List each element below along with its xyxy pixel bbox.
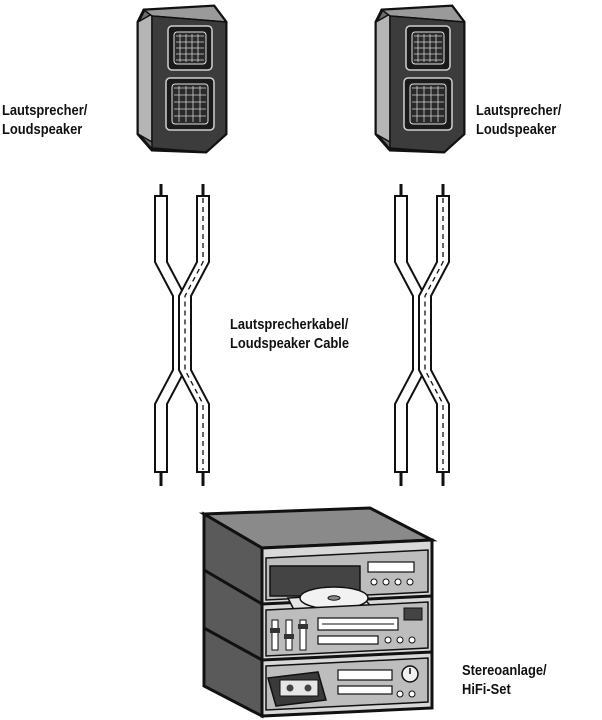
hifi-set-label-line2: HiFi-Set xyxy=(462,681,511,698)
right-loudspeaker-label-line2: Loudspeaker xyxy=(476,121,557,138)
loudspeaker-cable-label-line1: Lautsprecherkabel/ xyxy=(230,316,349,333)
right-loudspeaker-label: Lautsprecher/ Loudspeaker xyxy=(476,101,561,139)
hifi-set-label: Stereoanlage/ HiFi-Set xyxy=(462,661,547,699)
hifi-set-label-line1: Stereoanlage/ xyxy=(462,662,547,679)
left-loudspeaker-label-line2: Loudspeaker xyxy=(2,121,83,138)
right-loudspeaker-icon xyxy=(374,4,466,154)
hifi-set-icon xyxy=(198,506,438,719)
left-speaker-cable-icon xyxy=(153,182,211,488)
right-speaker-cable-icon xyxy=(393,182,451,488)
left-loudspeaker-label: Lautsprecher/ Loudspeaker xyxy=(2,101,87,139)
right-loudspeaker-label-line1: Lautsprecher/ xyxy=(476,102,562,119)
loudspeaker-cable-label: Lautsprecherkabel/ Loudspeaker Cable xyxy=(230,315,349,353)
loudspeaker-cable-label-line2: Loudspeaker Cable xyxy=(230,335,350,352)
left-loudspeaker-icon xyxy=(136,4,228,154)
left-loudspeaker-label-line1: Lautsprecher/ xyxy=(2,102,88,119)
